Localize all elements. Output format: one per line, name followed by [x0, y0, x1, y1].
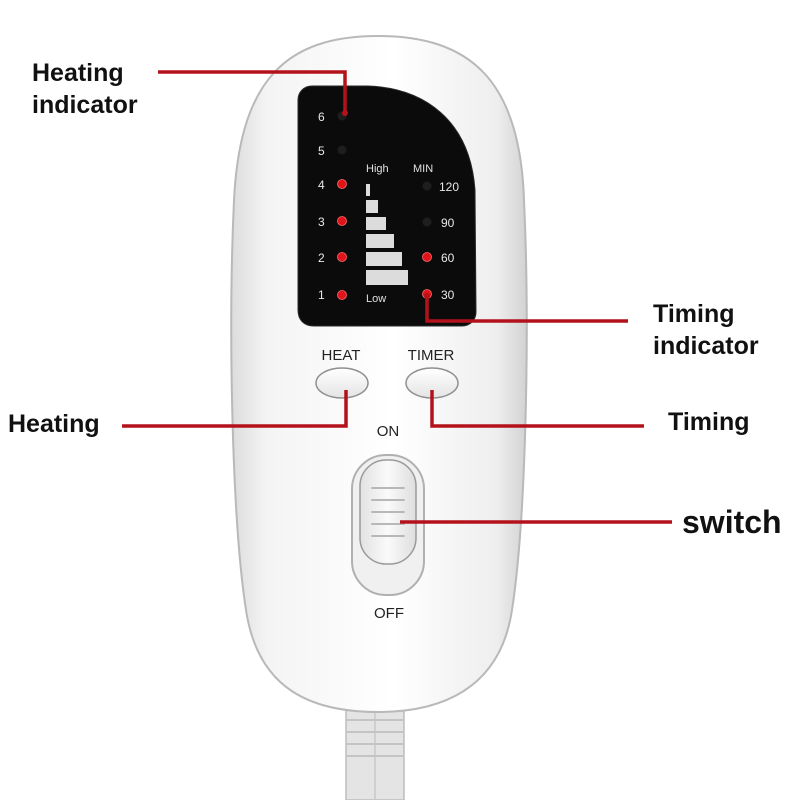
heating-leader [122, 390, 348, 428]
timer-level-column: MIN 120 90 60 30 [413, 163, 459, 302]
timer-button-label: TIMER [408, 347, 455, 364]
heat-level-label: 1 [318, 288, 325, 302]
on-label: ON [377, 423, 400, 440]
heating-indicator-leader-dot [342, 110, 348, 116]
min-label: MIN [413, 163, 433, 175]
heat-level-label: 3 [318, 215, 325, 229]
heat-button[interactable] [315, 367, 369, 399]
timing-callout: Timing [668, 408, 750, 436]
heat-level-led [337, 290, 347, 300]
heat-intensity-wedge [366, 184, 408, 285]
heat-button-label: HEAT [322, 347, 361, 364]
heat-level-column: 6 5 4 3 2 1 [318, 110, 347, 302]
timer-level-led [422, 217, 432, 227]
timer-level-label: 60 [441, 251, 455, 265]
off-label: OFF [374, 605, 404, 622]
timer-level-label: 30 [441, 288, 455, 302]
heat-level-led [337, 145, 347, 155]
heating-callout: Heating [8, 410, 100, 438]
timing-indicator-leader-dot [424, 293, 430, 299]
heating-indicator-leader [158, 70, 347, 112]
heat-level-label: 4 [318, 178, 325, 192]
heat-level-label: 5 [318, 144, 325, 158]
heat-level-led [337, 179, 347, 189]
timing-indicator-callout: Timing indicator [653, 298, 759, 362]
callout-line: Heating [32, 59, 124, 87]
heat-level-led [337, 252, 347, 262]
callout-line: Timing [653, 300, 735, 328]
callout-line: indicator [32, 91, 138, 119]
high-label: High [366, 163, 389, 175]
heating-indicator-callout: Heating indicator [32, 57, 138, 121]
timing-leader [430, 390, 644, 428]
timer-level-label: 120 [439, 180, 459, 194]
heat-level-led [337, 216, 347, 226]
power-switch[interactable] [359, 459, 417, 565]
low-label: Low [366, 293, 386, 305]
heat-level-label: 2 [318, 251, 325, 265]
timer-level-label: 90 [441, 216, 455, 230]
callout-leaders [122, 70, 672, 524]
switch-callout: switch [682, 504, 782, 540]
callout-line: indicator [653, 332, 759, 360]
timer-level-led [422, 181, 432, 191]
timer-level-led [422, 252, 432, 262]
heat-level-label: 6 [318, 110, 325, 124]
timing-indicator-leader [425, 296, 628, 323]
power-cable [345, 699, 405, 800]
